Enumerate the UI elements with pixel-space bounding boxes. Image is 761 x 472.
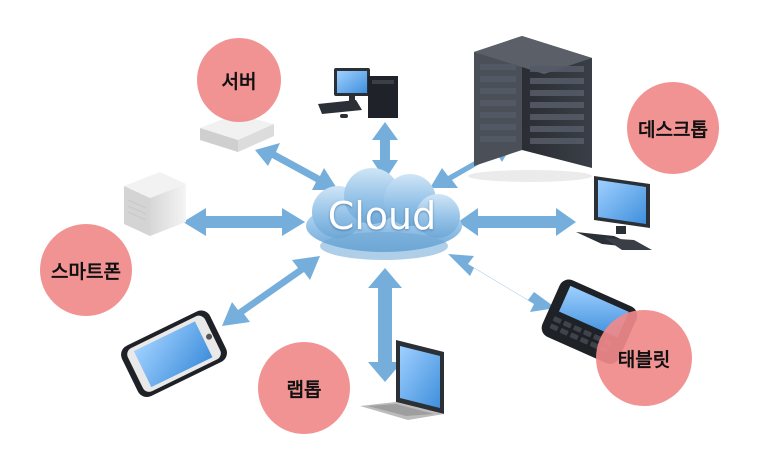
arrow-desktop — [458, 208, 576, 236]
label-circle-server — [197, 38, 281, 122]
label-circle-laptop — [258, 342, 350, 434]
white-tower-icon — [124, 172, 186, 236]
tablet-label: 태블릿 — [617, 348, 671, 371]
connection-arrows — [183, 122, 576, 382]
server-rack-icon — [468, 36, 592, 182]
label-circles — [40, 38, 719, 434]
server-unit-icon — [200, 114, 274, 152]
laptop-icon — [360, 340, 444, 420]
arrow-pc-tower — [372, 122, 398, 180]
desktop-label: 데스크톱 — [638, 118, 708, 141]
arrow-tablet — [448, 254, 556, 312]
label-circle-tablet — [596, 310, 692, 406]
cloud-label: Cloud — [327, 194, 437, 238]
desktop-monitor-icon — [576, 176, 652, 250]
arrow-laptop — [368, 268, 402, 382]
label-circle-smartphone — [40, 224, 132, 316]
arrow-white-tower — [183, 208, 305, 236]
smartphone-icon — [121, 310, 227, 398]
server-label: 서버 — [221, 70, 257, 93]
smartphone-label: 스마트폰 — [51, 260, 121, 283]
cloud-shape — [306, 168, 462, 260]
arrow-smartphone — [222, 256, 320, 326]
pc-tower-icon — [318, 68, 398, 118]
arrow-server — [255, 143, 338, 190]
laptop-label: 랩톱 — [286, 378, 322, 401]
label-circle-desktop — [627, 82, 719, 174]
